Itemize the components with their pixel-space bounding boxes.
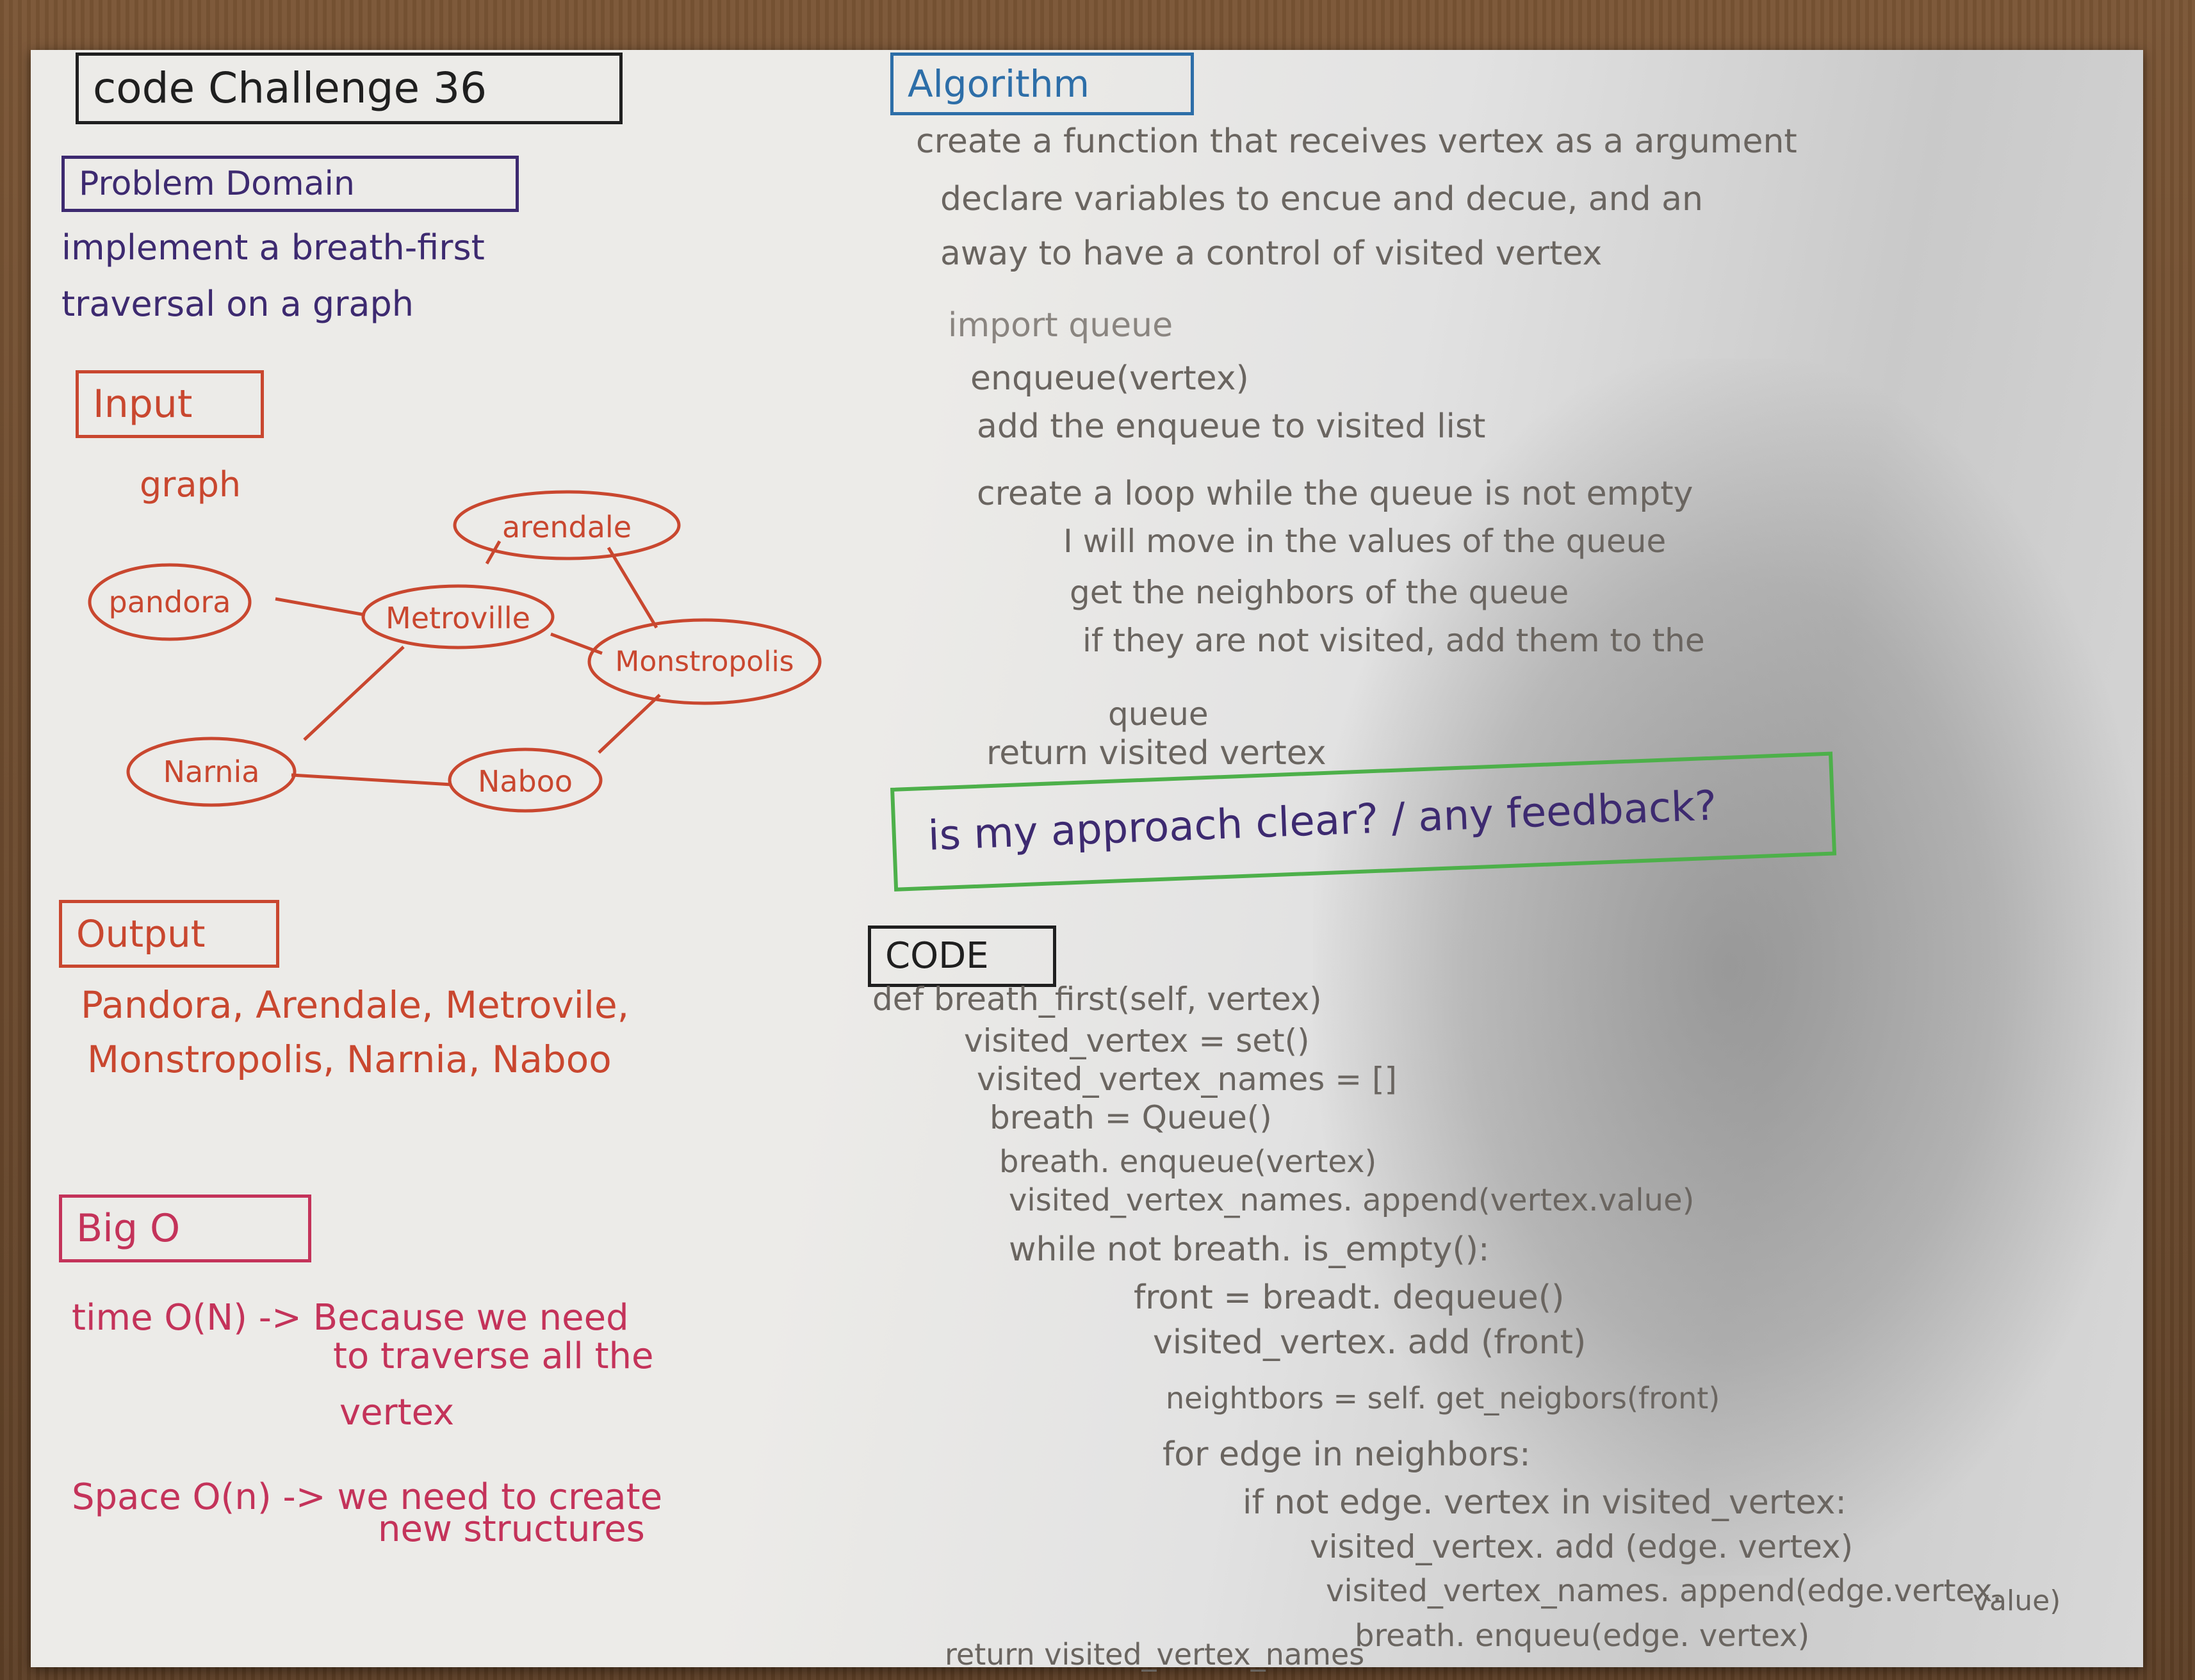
page-title: code Challenge 36 xyxy=(76,53,623,124)
algorithm-line-2: declare variables to encue and decue, an… xyxy=(940,180,1703,218)
edge-metroville-arendale xyxy=(485,540,502,565)
problem-domain-heading: Problem Domain xyxy=(61,156,519,212)
algorithm-line-10: if they are not visited, add them to the xyxy=(1082,622,1705,659)
output-line-1: Pandora, Arendale, Metrovile, xyxy=(81,983,630,1027)
node-arendale xyxy=(453,490,681,560)
code-line-7: while not breath. is_empty(): xyxy=(1009,1230,1490,1269)
node-label-monstropolis: Monstropolis xyxy=(615,645,794,678)
node-label-naboo: Naboo xyxy=(477,764,573,799)
code-line-8: front = breadt. dequeue() xyxy=(1134,1278,1565,1317)
paper-sheet xyxy=(31,50,2143,1667)
code-line-3: visited_vertex_names = [] xyxy=(977,1061,1398,1098)
edge-narnia-naboo xyxy=(291,773,452,787)
code-line-1: def breath_first(self, vertex) xyxy=(872,981,1322,1018)
big-o-time-line-2: to traverse all the xyxy=(333,1335,654,1377)
big-o-heading: Big O xyxy=(59,1195,311,1262)
code-line-2: visited_vertex = set() xyxy=(964,1022,1310,1059)
edge-pandora-metroville xyxy=(275,597,366,617)
edge-monstropolis-naboo xyxy=(598,694,661,754)
algorithm-line-9: get the neighbors of the queue xyxy=(1070,574,1569,611)
code-line-5: breath. enqueue(vertex) xyxy=(999,1144,1377,1180)
input-graph-label: graph xyxy=(140,464,241,505)
algorithm-line-6: add the enqueue to visited list xyxy=(977,407,1486,446)
code-line-12: if not edge. vertex in visited_vertex: xyxy=(1243,1483,1847,1522)
node-monstropolis xyxy=(587,618,822,705)
node-label-pandora: pandora xyxy=(108,585,231,619)
algorithm-line-11: queue xyxy=(1108,696,1209,733)
code-line-15: value) xyxy=(1973,1585,2061,1617)
big-o-space-line-1: Space O(n) -> we need to create xyxy=(72,1476,663,1518)
algorithm-heading: Algorithm xyxy=(890,53,1194,115)
code-line-6: visited_vertex_names. append(vertex.valu… xyxy=(1009,1182,1695,1218)
algorithm-line-5: enqueue(vertex) xyxy=(970,359,1249,398)
input-heading: Input xyxy=(76,370,264,438)
big-o-space-line-2: new structures xyxy=(378,1508,645,1550)
code-line-14: visited_vertex_names. append(edge.vertex… xyxy=(1326,1573,2002,1609)
output-heading: Output xyxy=(59,900,279,968)
algorithm-line-3: away to have a control of visited vertex xyxy=(940,234,1603,273)
node-label-narnia: Narnia xyxy=(163,754,260,789)
code-line-17: return visited_vertex_names xyxy=(945,1637,1365,1672)
algorithm-line-1: create a function that receives vertex a… xyxy=(916,122,1797,161)
code-line-13: visited_vertex. add (edge. vertex) xyxy=(1310,1528,1854,1565)
feedback-question-text: is my approach clear? / any feedback? xyxy=(927,782,1718,860)
output-line-2: Monstropolis, Narnia, Naboo xyxy=(87,1038,612,1081)
algorithm-line-8: I will move in the values of the queue xyxy=(1063,523,1667,560)
algorithm-line-4: import queue xyxy=(948,306,1173,345)
algorithm-line-7: create a loop while the queue is not emp… xyxy=(977,475,1693,513)
node-label-arendale: arendale xyxy=(502,510,632,544)
node-label-metroville: Metroville xyxy=(386,601,530,635)
code-line-4: breath = Queue() xyxy=(990,1099,1272,1136)
big-o-time-line-3: vertex xyxy=(339,1392,455,1433)
code-line-9: visited_vertex. add (front) xyxy=(1153,1323,1587,1362)
node-naboo xyxy=(448,747,603,813)
node-pandora xyxy=(88,563,252,641)
problem-domain-line-2: traversal on a graph xyxy=(61,284,414,324)
problem-domain-line-1: implement a breath-first xyxy=(61,227,485,268)
code-heading: CODE xyxy=(868,926,1056,987)
node-narnia xyxy=(126,737,297,807)
node-metroville xyxy=(361,584,555,649)
big-o-time-line-1: time O(N) -> Because we need xyxy=(72,1297,629,1339)
code-line-10: neightbors = self. get_neigbors(front) xyxy=(1166,1381,1720,1415)
algorithm-line-12: return visited vertex xyxy=(986,734,1326,772)
edge-arendale-monstropolis xyxy=(607,546,658,629)
edge-metroville-narnia xyxy=(303,646,405,741)
code-line-11: for edge in neighbors: xyxy=(1163,1435,1531,1474)
code-line-16: breath. enqueu(edge. vertex) xyxy=(1355,1618,1810,1654)
